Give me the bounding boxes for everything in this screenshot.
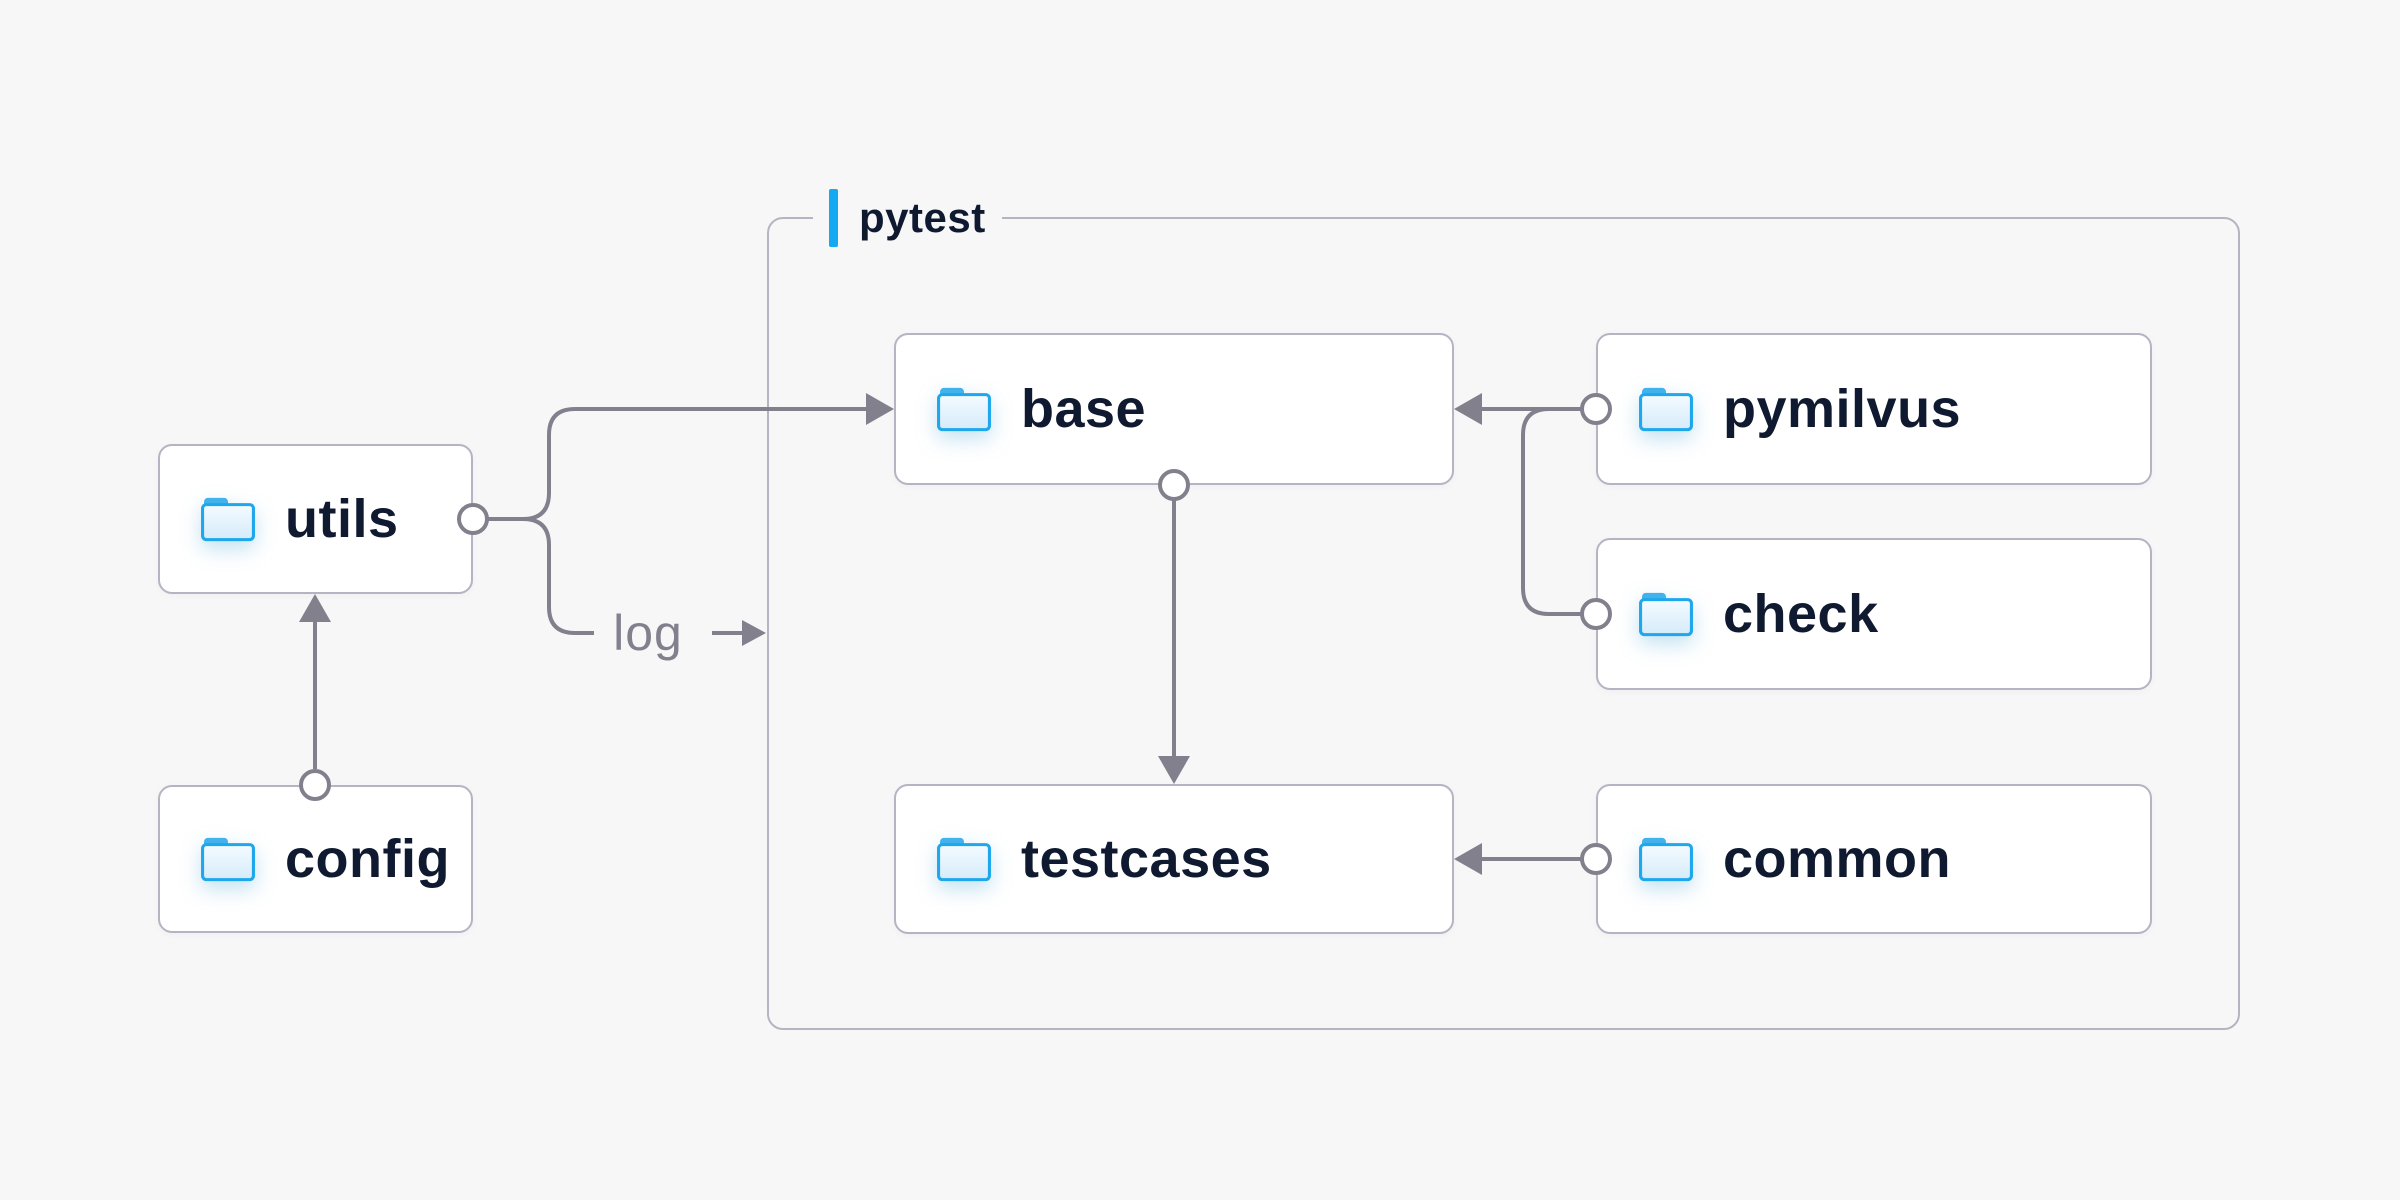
folder-icon [1637,835,1695,883]
node-utils: utils [158,444,473,594]
folder-icon [199,835,257,883]
node-base: base [894,333,1454,485]
node-utils-label: utils [285,489,399,549]
pytest-group-label-text: pytest [859,194,986,241]
node-pymilvus: pymilvus [1596,333,2152,485]
arrowhead-up-icon [299,594,331,622]
node-testcases-label: testcases [1021,829,1272,889]
node-common: common [1596,784,2152,934]
folder-icon [199,495,257,543]
node-check: check [1596,538,2152,690]
node-check-label: check [1723,584,1879,644]
folder-icon [1637,385,1695,433]
node-pymilvus-label: pymilvus [1723,379,1962,439]
edge-config-utils [299,594,331,801]
edge-label-log: log [613,605,683,661]
pytest-group-label: pytest [813,186,1002,250]
arrowhead-right-icon [742,620,766,646]
node-common-label: common [1723,829,1952,889]
folder-icon [935,835,993,883]
folder-icon [935,385,993,433]
node-config: config [158,785,473,933]
pytest-group: pytest [767,186,2240,1030]
node-testcases: testcases [894,784,1454,934]
folder-icon [1637,590,1695,638]
node-config-label: config [285,829,450,889]
accent-bar-icon [829,189,838,247]
node-base-label: base [1021,379,1147,439]
